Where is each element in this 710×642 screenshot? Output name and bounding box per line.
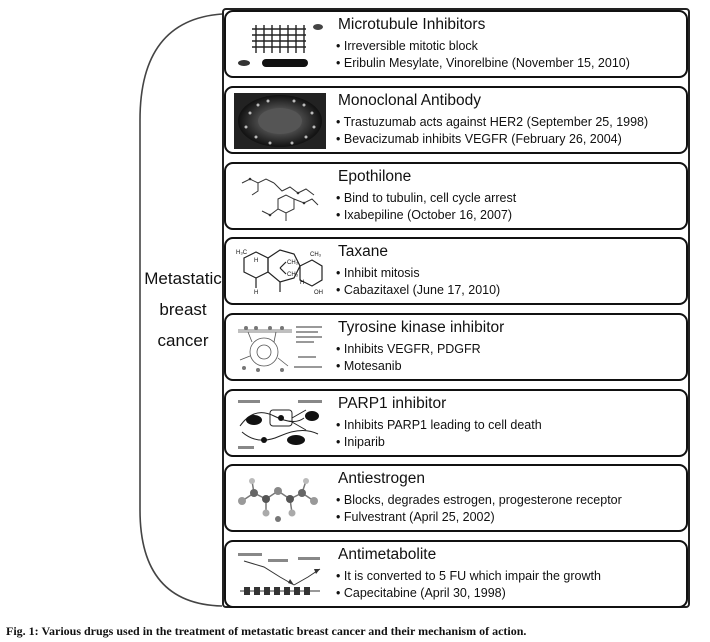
bullet-point: • Capecitabine (April 30, 1998) (336, 586, 506, 600)
antimetabolite-pathway-image (234, 547, 326, 603)
bullet-point: • Motesanib (336, 359, 402, 373)
svg-text:H: H (300, 280, 304, 286)
card-title: Microtubule Inhibitors (338, 16, 486, 33)
bullet-point: • Inhibits VEGFR, PDGFR (336, 342, 481, 356)
bullet-point: • Trastuzumab acts against HER2 (Septemb… (336, 115, 649, 129)
card-antimetabolite: Antimetabolite • It is converted to 5 FU… (224, 540, 688, 608)
svg-text:CH₃: CH₃ (310, 252, 322, 258)
bullet-point: • Fulvestrant (April 25, 2002) (336, 510, 495, 524)
center-label-line-2: breast (159, 300, 207, 319)
card-microtubule-inhibitors: Microtubule Inhibitors • Irreversible mi… (224, 10, 688, 78)
card-title: Taxane (338, 243, 388, 260)
svg-text:H₃C: H₃C (236, 250, 248, 256)
svg-text:H: H (254, 258, 258, 264)
bullet-point: • Eribulin Mesylate, Vinorelbine (Novemb… (336, 56, 630, 70)
card-tyrosine-kinase-inhibitor: Tyrosine kinase inhibitor • Inhibits VEG… (224, 313, 688, 381)
taxane-structure-image: H₃C H CH₃ CH₃ CH₃ OH H H (234, 244, 326, 300)
figure-caption: Fig. 1: Various drugs used in the treatm… (6, 624, 527, 638)
bullet-point: • It is converted to 5 FU which impair t… (336, 569, 601, 583)
microtubule-image (234, 17, 326, 73)
card-title: Monoclonal Antibody (338, 92, 482, 109)
card-parp1-inhibitor: PARP1 inhibitor • Inhibits PARP1 leading… (224, 389, 688, 457)
bullet-point: • Inhibit mitosis (336, 266, 420, 280)
tyrosine-kinase-pathway-image (234, 320, 326, 376)
bullet-point: • Inhibits PARP1 leading to cell death (336, 418, 542, 432)
bullet-point: • Ixabepiline (October 16, 2007) (336, 208, 513, 222)
card-title: Antimetabolite (338, 546, 437, 563)
bullet-point: • Irreversible mitotic block (336, 39, 478, 53)
antibody-cell-image (234, 93, 326, 149)
card-title: Antiestrogen (338, 470, 426, 487)
card-title: PARP1 inhibitor (338, 395, 447, 412)
antiestrogen-molecule-image (234, 471, 326, 527)
center-label-line-3: cancer (157, 331, 209, 350)
bullet-point: • Bind to tubulin, cell cycle arrest (336, 191, 517, 205)
card-title: Epothilone (338, 168, 412, 185)
svg-text:CH₃: CH₃ (287, 260, 299, 266)
svg-text:CH₃: CH₃ (287, 272, 299, 278)
bullet-point: • Bevacizumab inhibits VEGFR (February 2… (336, 132, 622, 146)
card-title: Tyrosine kinase inhibitor (338, 319, 505, 336)
parp1-mechanism-image (234, 396, 326, 452)
epothilone-structure-image (234, 169, 326, 225)
card-antiestrogen: Antiestrogen • Blocks, degrades estrogen… (224, 464, 688, 532)
bullet-point: • Iniparib (336, 435, 385, 449)
svg-text:H: H (254, 290, 258, 296)
card-epothilone: Epothilone • Bind to tubulin, cell cycle… (224, 162, 688, 230)
bullet-point: • Cabazitaxel (June 17, 2010) (336, 283, 501, 297)
center-label: Metastatic breast cancer (140, 263, 226, 356)
svg-text:OH: OH (314, 290, 323, 296)
card-monoclonal-antibody: Monoclonal Antibody • Trastuzumab acts a… (224, 86, 688, 154)
center-label-line-1: Metastatic (144, 269, 222, 288)
bullet-point: • Blocks, degrades estrogen, progesteron… (336, 493, 622, 507)
card-taxane: H₃C H CH₃ CH₃ CH₃ OH H H Taxane • Inhibi… (224, 237, 688, 305)
